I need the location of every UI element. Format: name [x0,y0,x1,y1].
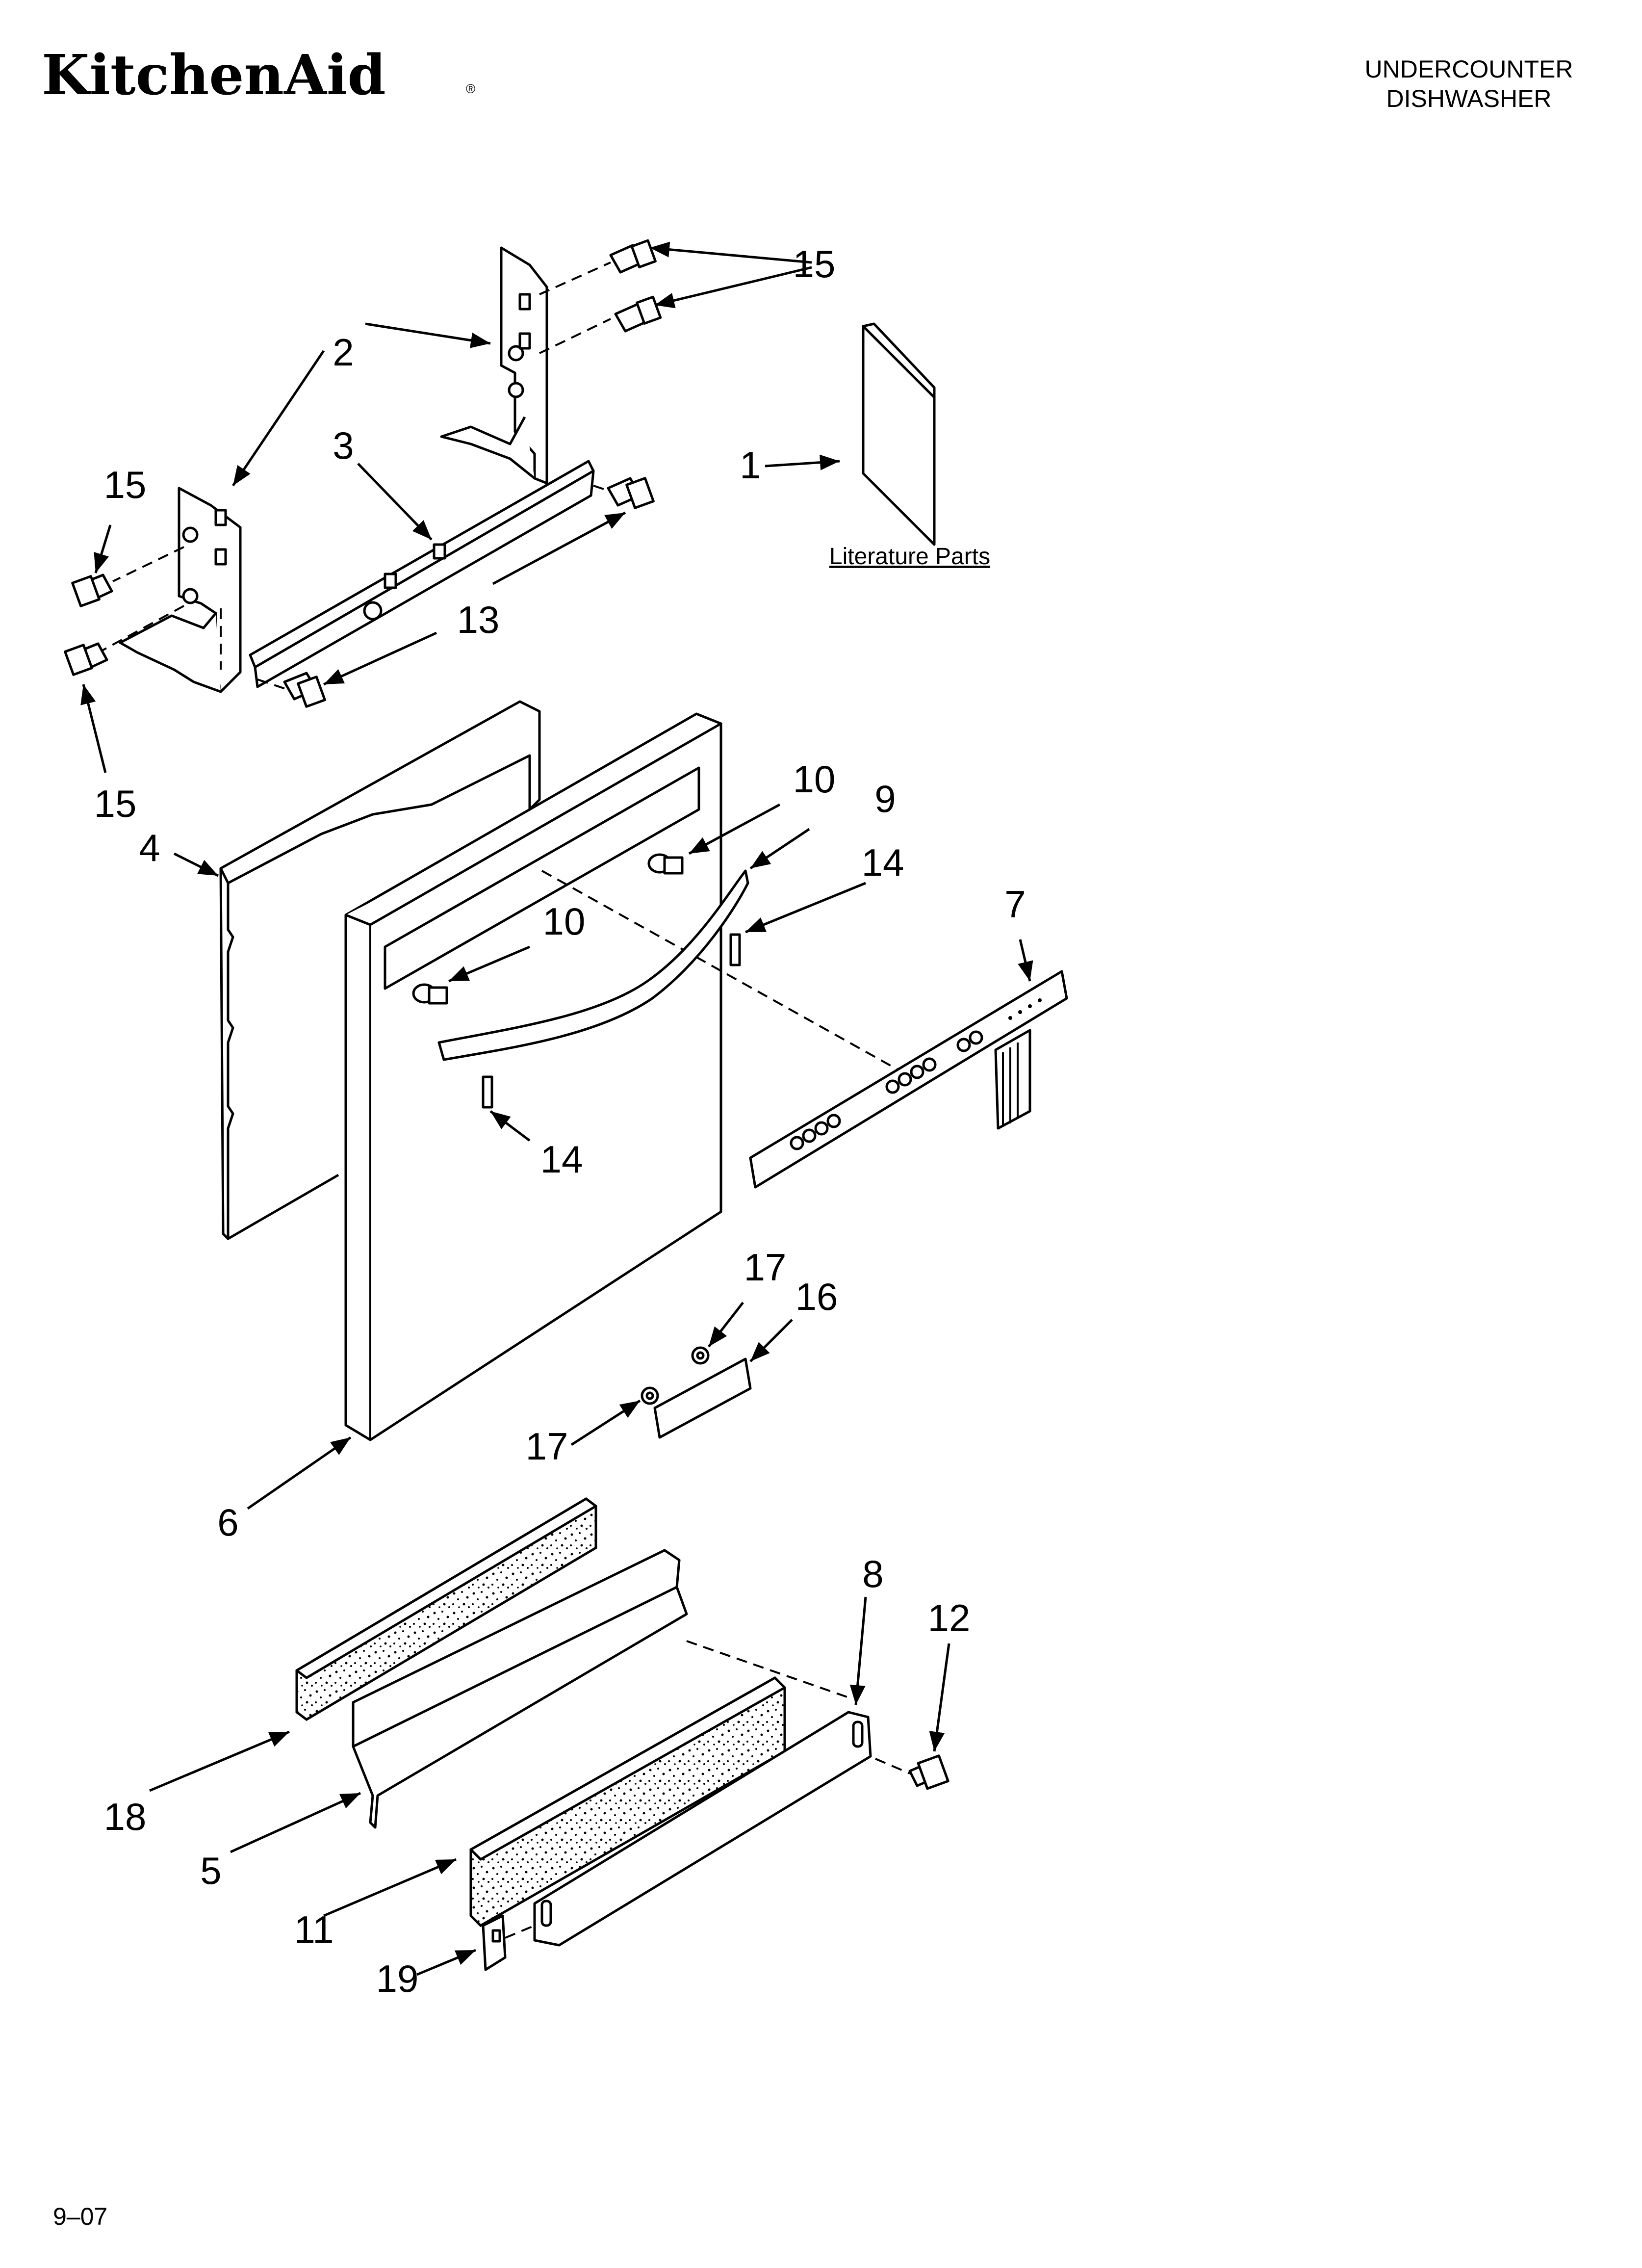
part-inner-door-panel [219,700,541,1240]
callout-14-left: 14 [540,1138,583,1181]
callout-10-top: 10 [793,757,836,801]
part-door-handle [437,869,749,1061]
callout-12: 12 [928,1596,971,1640]
stud-14-left [482,1075,493,1109]
footer-code: 9–07 [53,2203,107,2230]
brand-name: KitchenAid [42,43,386,107]
brand-logo: KitchenAid ® [42,43,475,107]
screw-12 [908,1754,949,1790]
callout-3: 3 [333,424,354,467]
part-badge-16 [653,1357,752,1439]
part-door-rail [249,460,623,690]
screw-13-left [283,672,326,708]
callout-16: 16 [795,1275,838,1318]
callout-4: 4 [139,826,160,869]
screw-13-right [607,477,655,509]
part-toe-panel-5 [352,1549,849,1829]
screw-15-left-1 [71,574,113,607]
callout-15-top: 15 [793,242,836,286]
callout-13: 13 [457,598,500,641]
callout-14-right: 14 [862,841,904,884]
screw-15-top-2 [614,295,662,333]
part-side-bracket-right [440,246,611,485]
callout-15-left-top: 15 [104,463,147,506]
title-line-2: DISHWASHER [1386,85,1551,112]
callout-6: 6 [217,1501,238,1544]
callout-19: 19 [376,1957,419,2000]
part-insulation-11 [469,1676,786,1928]
screw-15-left-2 [64,642,108,676]
part-clip-19 [482,1914,507,1971]
callout-17-top: 17 [744,1246,787,1289]
callout-1: 1 [740,443,761,487]
stud-14-right [729,933,741,966]
screw-15-top-1 [609,239,657,274]
nut-17-top [691,1346,710,1365]
nut-17-left [641,1386,659,1405]
spacer-10-left [412,983,448,1005]
callout-17-left: 17 [526,1425,568,1468]
callout-8: 8 [862,1552,883,1595]
callout-10-left: 10 [543,900,586,943]
part-insulation-18 [295,1497,597,1721]
literature-parts-label: Literature Parts [829,544,990,570]
callout-11: 11 [294,1908,334,1951]
part-side-bracket-left [103,487,242,693]
brand-registered-mark: ® [466,81,475,96]
callout-9: 9 [874,777,896,820]
callout-7: 7 [1004,883,1026,926]
part-control-panel-overlay [749,970,1068,1189]
title-line-1: UNDERCOUNTER [1365,55,1573,83]
callout-5: 5 [200,1849,221,1892]
part-literature: Literature Parts [765,322,990,570]
callout-2: 2 [333,331,354,374]
callout-18: 18 [104,1795,147,1838]
page-title: UNDERCOUNTER DISHWASHER [1365,55,1573,112]
part-outer-door-panel [344,712,722,1441]
callout-15-left-bottom: 15 [94,782,137,825]
spacer-10-top [647,853,684,875]
part-toe-strip-8 [533,1711,872,1947]
